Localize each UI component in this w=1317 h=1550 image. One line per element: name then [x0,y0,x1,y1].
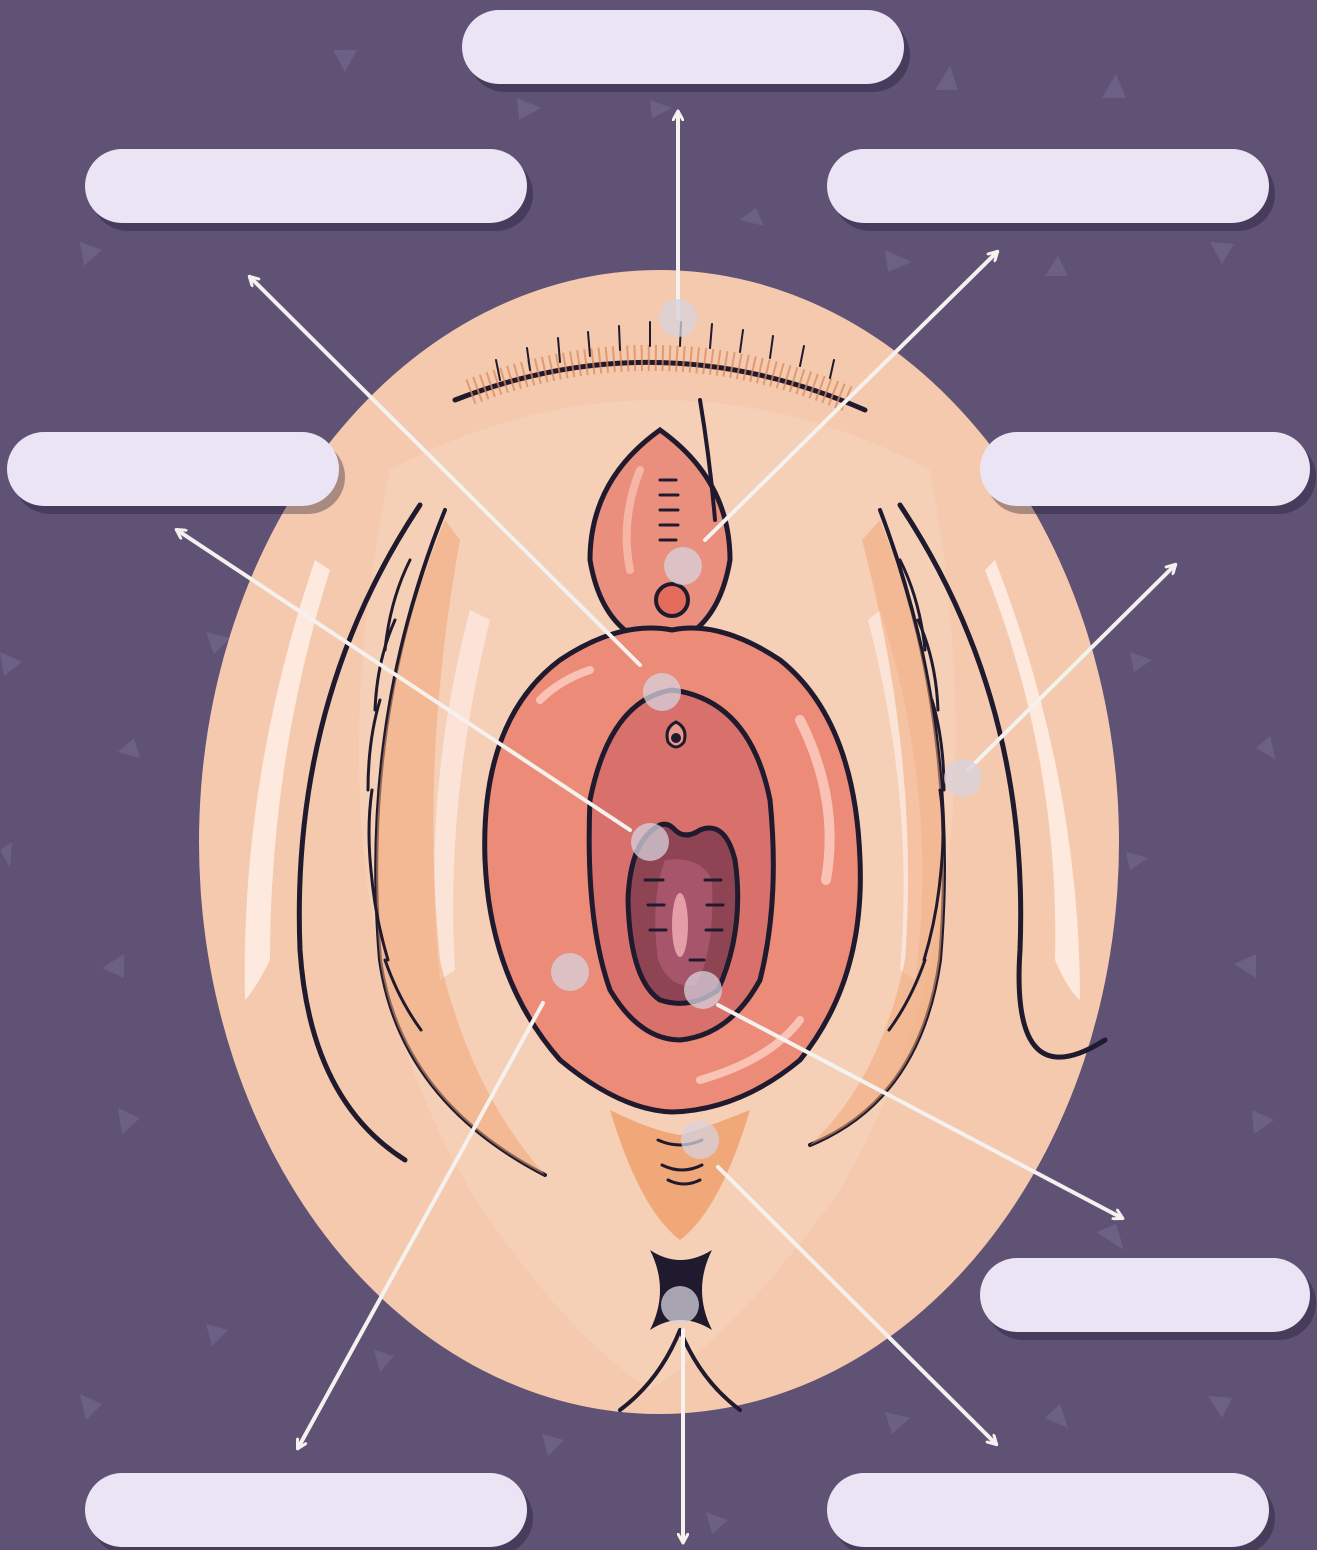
label-box-middle-left[interactable] [7,432,339,506]
marker-dot-urethra [631,823,669,861]
marker-dot-labia-majora [944,759,982,797]
label-box-bottom-right[interactable] [827,1473,1269,1547]
urethral-dot [671,733,681,743]
marker-dot-anus [661,1286,699,1324]
vaginal-highlight [672,893,688,957]
label-box-upper-right[interactable] [827,149,1269,223]
label-box-middle-right[interactable] [980,432,1310,506]
label-box-bottom-left[interactable] [85,1473,527,1547]
marker-dot-hood [664,547,702,585]
marker-dot-mons [659,299,697,337]
label-box-upper-left[interactable] [85,149,527,223]
label-box-lower-right[interactable] [980,1258,1310,1332]
label-box-top[interactable] [462,10,904,84]
clitoris [656,584,688,616]
marker-dot-labia-minora [551,953,589,991]
marker-dot-clitoris [643,673,681,711]
marker-dot-vagina [684,971,722,1009]
marker-dot-perineum [681,1121,719,1159]
